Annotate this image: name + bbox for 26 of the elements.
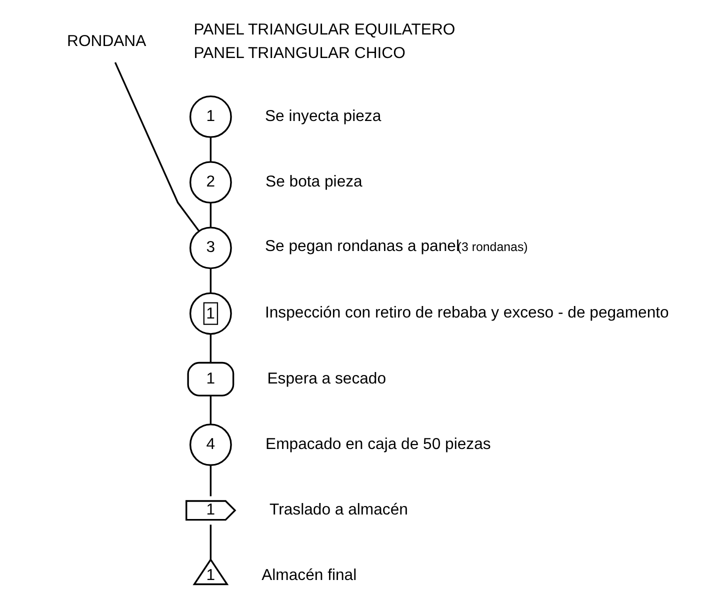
- node-label: Se bota pieza: [266, 174, 362, 191]
- connector: [210, 137, 212, 162]
- node-label: Se inyecta pieza: [264, 108, 382, 125]
- label: PANEL TRIANGULAR EQUILATERO: [194, 21, 456, 38]
- node-label: (3 rondanas): [457, 240, 528, 254]
- connector: [210, 202, 212, 228]
- connector: [210, 268, 212, 294]
- node-text: RONDANA: [67, 33, 146, 50]
- connector: [210, 524, 212, 560]
- label: PANEL TRIANGULAR CHICO: [194, 45, 406, 62]
- node-label: Traslado a almacén: [270, 502, 408, 519]
- node-label: Empacado en caja de 50 piezas: [266, 436, 491, 453]
- connector: [210, 334, 212, 363]
- node-circle: 2: [189, 161, 232, 204]
- node-circle: 1: [189, 96, 232, 138]
- node-circle: 3: [189, 226, 232, 270]
- node-label: Almacén final: [262, 567, 357, 584]
- node-label: Inspección con retiro de rebaba y exceso - de pegamento: [264, 304, 669, 322]
- node-circle: 4: [189, 424, 232, 466]
- node-label: Espera a secado: [267, 370, 386, 388]
- node-box: 1: [187, 362, 234, 396]
- connector: [210, 465, 212, 496]
- connector: [210, 396, 212, 424]
- connector: [114, 62, 200, 232]
- node-circle: 1: [189, 292, 232, 335]
- node-label: Se pegan rondanas a panel: [264, 238, 460, 255]
